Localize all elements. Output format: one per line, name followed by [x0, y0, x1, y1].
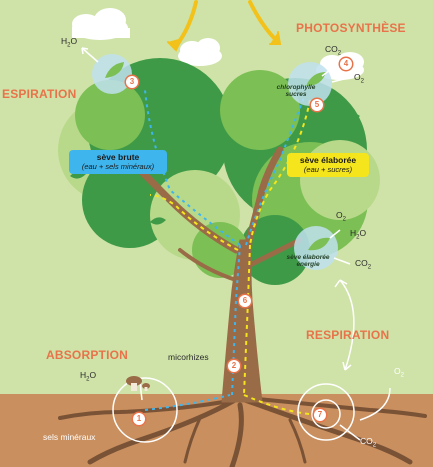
leaf-icon	[70, 62, 360, 251]
label-sucres: sucres	[285, 91, 307, 98]
label-co2-mid: CO2	[355, 258, 371, 271]
chem-subscript: 2	[86, 376, 90, 383]
badge-seve-brute: sève brute (eau + sels minéraux)	[69, 150, 167, 174]
badge-seve-elaboree-sub: (eau + sucres)	[303, 165, 353, 174]
ground-circle	[112, 377, 355, 443]
chem-symbol: H	[350, 228, 357, 238]
ground	[0, 394, 433, 467]
title-photosynthese: PHOTOSYNTHÈSE	[296, 21, 406, 35]
label-h2o-ground: H2O	[80, 370, 96, 383]
chem-subscript: 2	[342, 216, 346, 223]
label-h2o-top: H2O	[61, 36, 77, 49]
roots	[58, 396, 427, 467]
label-o2-mid: O2	[336, 210, 346, 223]
badge-seve-brute-title: sève brute	[96, 152, 140, 162]
label-co2-ground: CO2	[360, 436, 376, 449]
chem-subscript: 2	[360, 78, 364, 85]
chem-symbol: O	[394, 366, 401, 376]
step-6: 6	[239, 295, 251, 307]
chem-symbol: H	[80, 370, 87, 380]
label-o2-ground: O2	[394, 366, 404, 379]
chem-symbol: O	[336, 210, 343, 220]
sap-flow-elaboree	[149, 99, 326, 416]
label-h2o-mid: H2O	[350, 228, 366, 241]
label-chlorophylle: chlorophylle	[276, 84, 316, 91]
chem-subscript: 2	[372, 442, 377, 449]
label-o2-top: O2	[354, 72, 364, 85]
chem-subscript: 2	[400, 372, 404, 379]
step-7: 7	[314, 409, 326, 421]
exchange-arrow	[81, 47, 391, 441]
sun-ray-arrow	[167, 0, 282, 52]
badge-seve-elaboree-title: sève élaborée	[299, 155, 357, 165]
chem-subscript: 2	[337, 50, 342, 57]
chem-symbol: O	[354, 72, 361, 82]
sap-flow-brute	[144, 89, 306, 411]
chem-subscript: 2	[356, 234, 360, 241]
label-seve-elaboree-small: sève élaborée	[286, 254, 330, 261]
badge-seve-elaboree: sève élaborée (eau + sucres)	[287, 153, 369, 177]
title-absorption: ABSORPTION	[46, 348, 129, 362]
step-1: 1	[133, 413, 145, 425]
chem-symbol: CO	[360, 436, 373, 446]
cloud-icon	[178, 38, 222, 66]
mushroom-icon	[126, 376, 150, 391]
title-respiration-top: ESPIRATION	[2, 87, 77, 101]
label-energie: énergie	[296, 261, 320, 268]
step-4: 4	[340, 58, 352, 70]
label-co2-top: CO2	[325, 44, 341, 57]
label-sels-mineraux: sels minéraux	[43, 432, 96, 442]
chem-symbol: H	[61, 36, 68, 46]
badge-seve-brute-sub: (eau + sels minéraux)	[81, 162, 155, 171]
chem-symbol: O	[70, 36, 78, 46]
step-3: 3	[126, 76, 138, 88]
chem-symbol: CO	[325, 44, 338, 54]
title-respiration-bottom: RESPIRATION	[306, 328, 390, 342]
chem-symbol: O	[359, 228, 367, 238]
chem-subscript: 2	[367, 264, 372, 271]
cloud-icon	[72, 8, 130, 40]
chem-symbol: CO	[355, 258, 368, 268]
chem-symbol: O	[89, 370, 97, 380]
step-2: 2	[228, 360, 240, 372]
chem-subscript: 2	[67, 42, 71, 49]
label-micorhizes: micorhizes	[168, 352, 209, 362]
step-5: 5	[311, 99, 323, 111]
